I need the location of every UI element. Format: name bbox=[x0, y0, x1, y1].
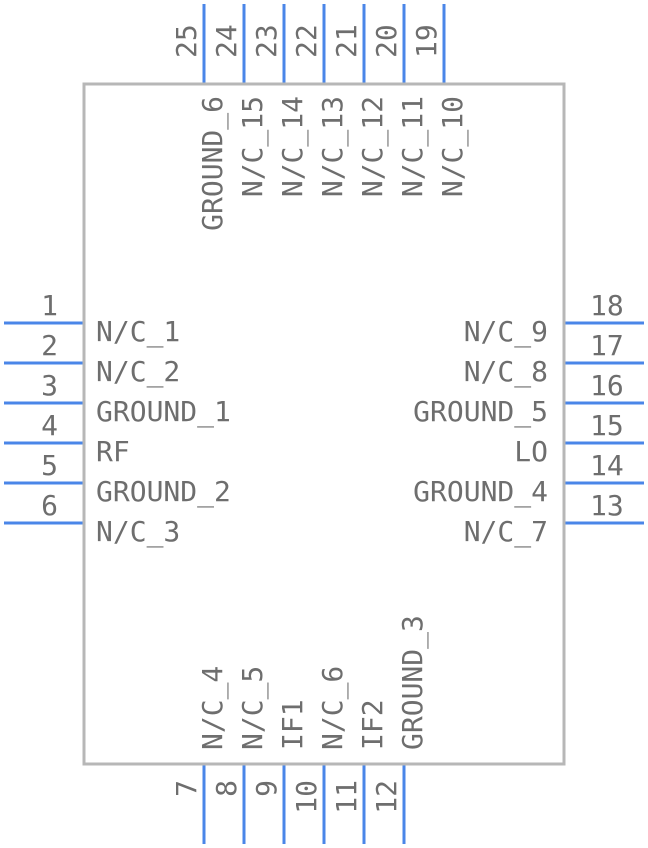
pin-18-number: 18 bbox=[590, 289, 624, 322]
pin-25-name: GROUND_6 bbox=[196, 96, 230, 231]
pin-25-number: 25 bbox=[170, 24, 203, 58]
pin-14-name: GROUND_4 bbox=[413, 475, 548, 509]
pin-11-name: IF2 bbox=[356, 699, 389, 750]
pin-lines bbox=[4, 4, 644, 844]
pin-12-number: 12 bbox=[370, 780, 403, 814]
ic-body bbox=[82, 82, 566, 766]
pin-17-name: N/C_8 bbox=[464, 355, 548, 389]
pin-5-name: GROUND_2 bbox=[96, 475, 231, 509]
pin-19-number: 19 bbox=[410, 24, 443, 58]
pin-15-number: 15 bbox=[590, 409, 624, 442]
pin-2-name: N/C_2 bbox=[96, 355, 180, 389]
pin-20-number: 20 bbox=[370, 24, 403, 58]
pin-22-name: N/C_13 bbox=[316, 96, 350, 197]
pin-9-name: IF1 bbox=[276, 699, 309, 750]
pin-13-name: N/C_7 bbox=[464, 515, 548, 549]
pin-6-number: 6 bbox=[41, 489, 58, 522]
pin-21-number: 21 bbox=[330, 24, 363, 58]
pin-16-name: GROUND_5 bbox=[413, 395, 548, 429]
pin-23-name: N/C_14 bbox=[276, 96, 310, 197]
pin-24-number: 24 bbox=[210, 24, 243, 58]
pin-18-name: N/C_9 bbox=[464, 315, 548, 349]
pin-1-name: N/C_1 bbox=[96, 315, 180, 349]
pin-3-name: GROUND_1 bbox=[96, 395, 231, 429]
pin-13-number: 13 bbox=[590, 489, 624, 522]
pin-22-number: 22 bbox=[290, 24, 323, 58]
pin-1-number: 1 bbox=[41, 289, 58, 322]
pin-16-number: 16 bbox=[590, 369, 624, 402]
pin-15-name: LO bbox=[514, 435, 548, 468]
pin-7-number: 7 bbox=[170, 780, 203, 797]
pin-4-name: RF bbox=[96, 435, 130, 468]
pin-8-name: N/C_5 bbox=[236, 666, 270, 750]
pin-24-name: N/C_15 bbox=[236, 96, 270, 197]
pin-12-name: GROUND_3 bbox=[396, 615, 430, 750]
pin-17-number: 17 bbox=[590, 329, 624, 362]
pin-2-number: 2 bbox=[41, 329, 58, 362]
pin-9-number: 9 bbox=[250, 780, 283, 797]
pin-14-number: 14 bbox=[590, 449, 624, 482]
pin-10-number: 10 bbox=[290, 780, 323, 814]
pin-7-name: N/C_4 bbox=[196, 666, 230, 750]
pin-20-name: N/C_11 bbox=[396, 96, 430, 197]
pin-3-number: 3 bbox=[41, 369, 58, 402]
pin-labels: 1N/C_12N/C_23GROUND_14RF5GROUND_26N/C_31… bbox=[41, 24, 624, 813]
pin-5-number: 5 bbox=[41, 449, 58, 482]
pin-23-number: 23 bbox=[250, 24, 283, 58]
pin-21-name: N/C_12 bbox=[356, 96, 390, 197]
pin-8-number: 8 bbox=[210, 780, 243, 797]
pin-11-number: 11 bbox=[330, 780, 363, 814]
pin-6-name: N/C_3 bbox=[96, 515, 180, 549]
pin-4-number: 4 bbox=[41, 409, 58, 442]
pin-19-name: N/C_10 bbox=[436, 96, 470, 197]
pin-10-name: N/C_6 bbox=[316, 666, 350, 750]
